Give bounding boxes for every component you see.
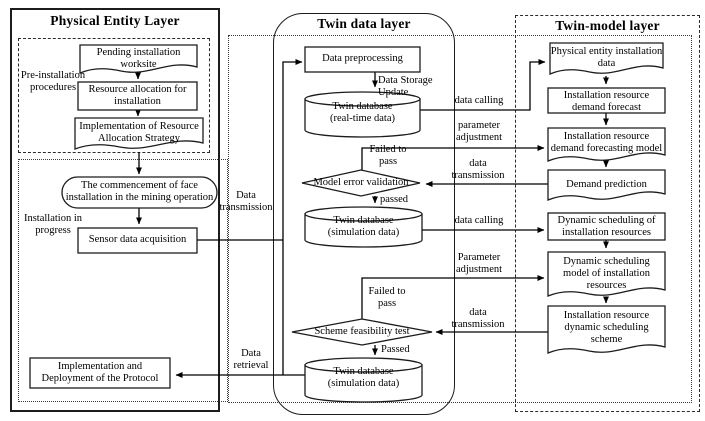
edge-label-failed-to-pass-1: Failed to pass [369,144,407,167]
twin-model-layer-title: Twin-model layer [555,18,660,33]
flow-connectors [135,59,609,378]
arrow-failed2-parameter-adjustment [361,275,545,319]
shape-preprocessing [304,46,421,73]
shape-demand-forecasting-model [547,127,666,162]
node-dynamic-scheduling-model: Dynamic scheduling model of installation… [563,256,650,291]
node-pending-worksite: Pending installation worksite [96,47,181,70]
shape-db-realtime-body [304,98,421,138]
node-scheme-feasibility-test: Scheme feasibility test [314,326,410,337]
node-demand-forecasting-model: Installation resource demand forecasting… [550,131,663,154]
edge-label-data-transmission-1: data transmission [451,158,505,181]
edge-label-failed-to-pass-2: Failed to pass [368,286,406,309]
group-label-installation-in-progress: Installation in progress [23,213,83,236]
physical-entity-layer-frame [10,8,220,412]
node-shapes [29,42,666,403]
shape-scheme-test-diamond [291,318,433,346]
node-db-simulation-1: Twin database (simulation data) [327,215,400,238]
shape-resource-allocation [77,81,198,111]
shape-model-error-diamond [301,169,421,197]
twin-data-layer-frame [273,13,455,415]
arrow-sensor-to-preprocessing [197,62,302,375]
arrow-data-calling-1 [420,59,546,111]
shape-demand-prediction [547,169,666,201]
node-db-realtime: Twin database (real-time data) [330,101,395,124]
shape-dynamic-scheduling [547,212,666,241]
edge-label-parameter-adjustment-2: Parameter adjustment [455,252,503,275]
node-demand-forecast: Installation resource demand forecast [563,90,650,113]
shape-scheduling-scheme [547,305,666,354]
physical-entity-layer-title: Physical Entity Layer [50,13,180,28]
node-db-simulation-2: Twin database (simulation data) [327,366,400,389]
edge-label-data-calling-2: data calling [454,215,504,226]
shape-pending-worksite [79,44,198,74]
shape-db-sim1-body [304,213,423,248]
node-commencement: The commencement of face installation in… [65,180,214,203]
shape-demand-forecast [547,87,666,114]
node-physical-entity-data: Physical entity installation data [550,46,663,69]
twin-data-layer-title: Twin data layer [317,16,411,31]
arrow-failed1-parameter-adjustment [361,145,545,170]
edge-label-data-transmission-2: data transmission [451,307,505,330]
edge-label-parameter-adjustment-1: parameter adjustment [455,120,503,143]
shape-commencement [61,176,218,209]
shape-dynamic-scheduling-model [547,251,666,297]
node-model-error-validation: Model error validation [313,177,409,188]
node-demand-prediction: Demand prediction [566,179,647,190]
shape-db-sim2-top [304,357,423,373]
edge-label-data-transmission-left: Data transmission [219,190,273,213]
shape-db-sim1-top [304,206,423,222]
runtime-band-frame [228,35,692,403]
edge-label-data-calling-1: data calling [454,95,504,106]
shape-sensor-acquisition [77,227,198,254]
installation-in-progress-group-frame [18,159,228,402]
edge-label-data-storage-update: Data Storage Update [378,75,433,98]
shape-protocol-deployment [29,357,171,389]
node-implementation-strategy: Implementation of Resource Allocation St… [79,121,199,144]
edge-label-passed-1: passed [380,194,408,205]
node-scheduling-scheme: Installation resource dynamic scheduling… [563,310,650,345]
group-label-pre-installation: Pre-installation procedures [20,70,86,93]
node-sensor-acquisition: Sensor data acquisition [88,234,187,245]
shape-db-realtime-top [304,91,421,107]
node-dynamic-scheduling: Dynamic scheduling of installation resou… [557,215,656,238]
pre-installation-group-frame [18,38,210,153]
node-resource-allocation: Resource allocation for installation [88,84,187,107]
shape-physical-entity-data [549,42,664,75]
twin-model-layer-frame [515,15,700,412]
edge-label-data-retrieval: Data retrieval [233,348,269,371]
shape-db-sim2-body [304,364,423,403]
node-data-preprocessing: Data preprocessing [322,53,403,64]
node-protocol-deployment: Implementation and Deployment of the Pro… [41,361,159,384]
edge-label-passed-2: Passed [381,344,410,355]
shape-implementation-strategy [74,117,204,150]
